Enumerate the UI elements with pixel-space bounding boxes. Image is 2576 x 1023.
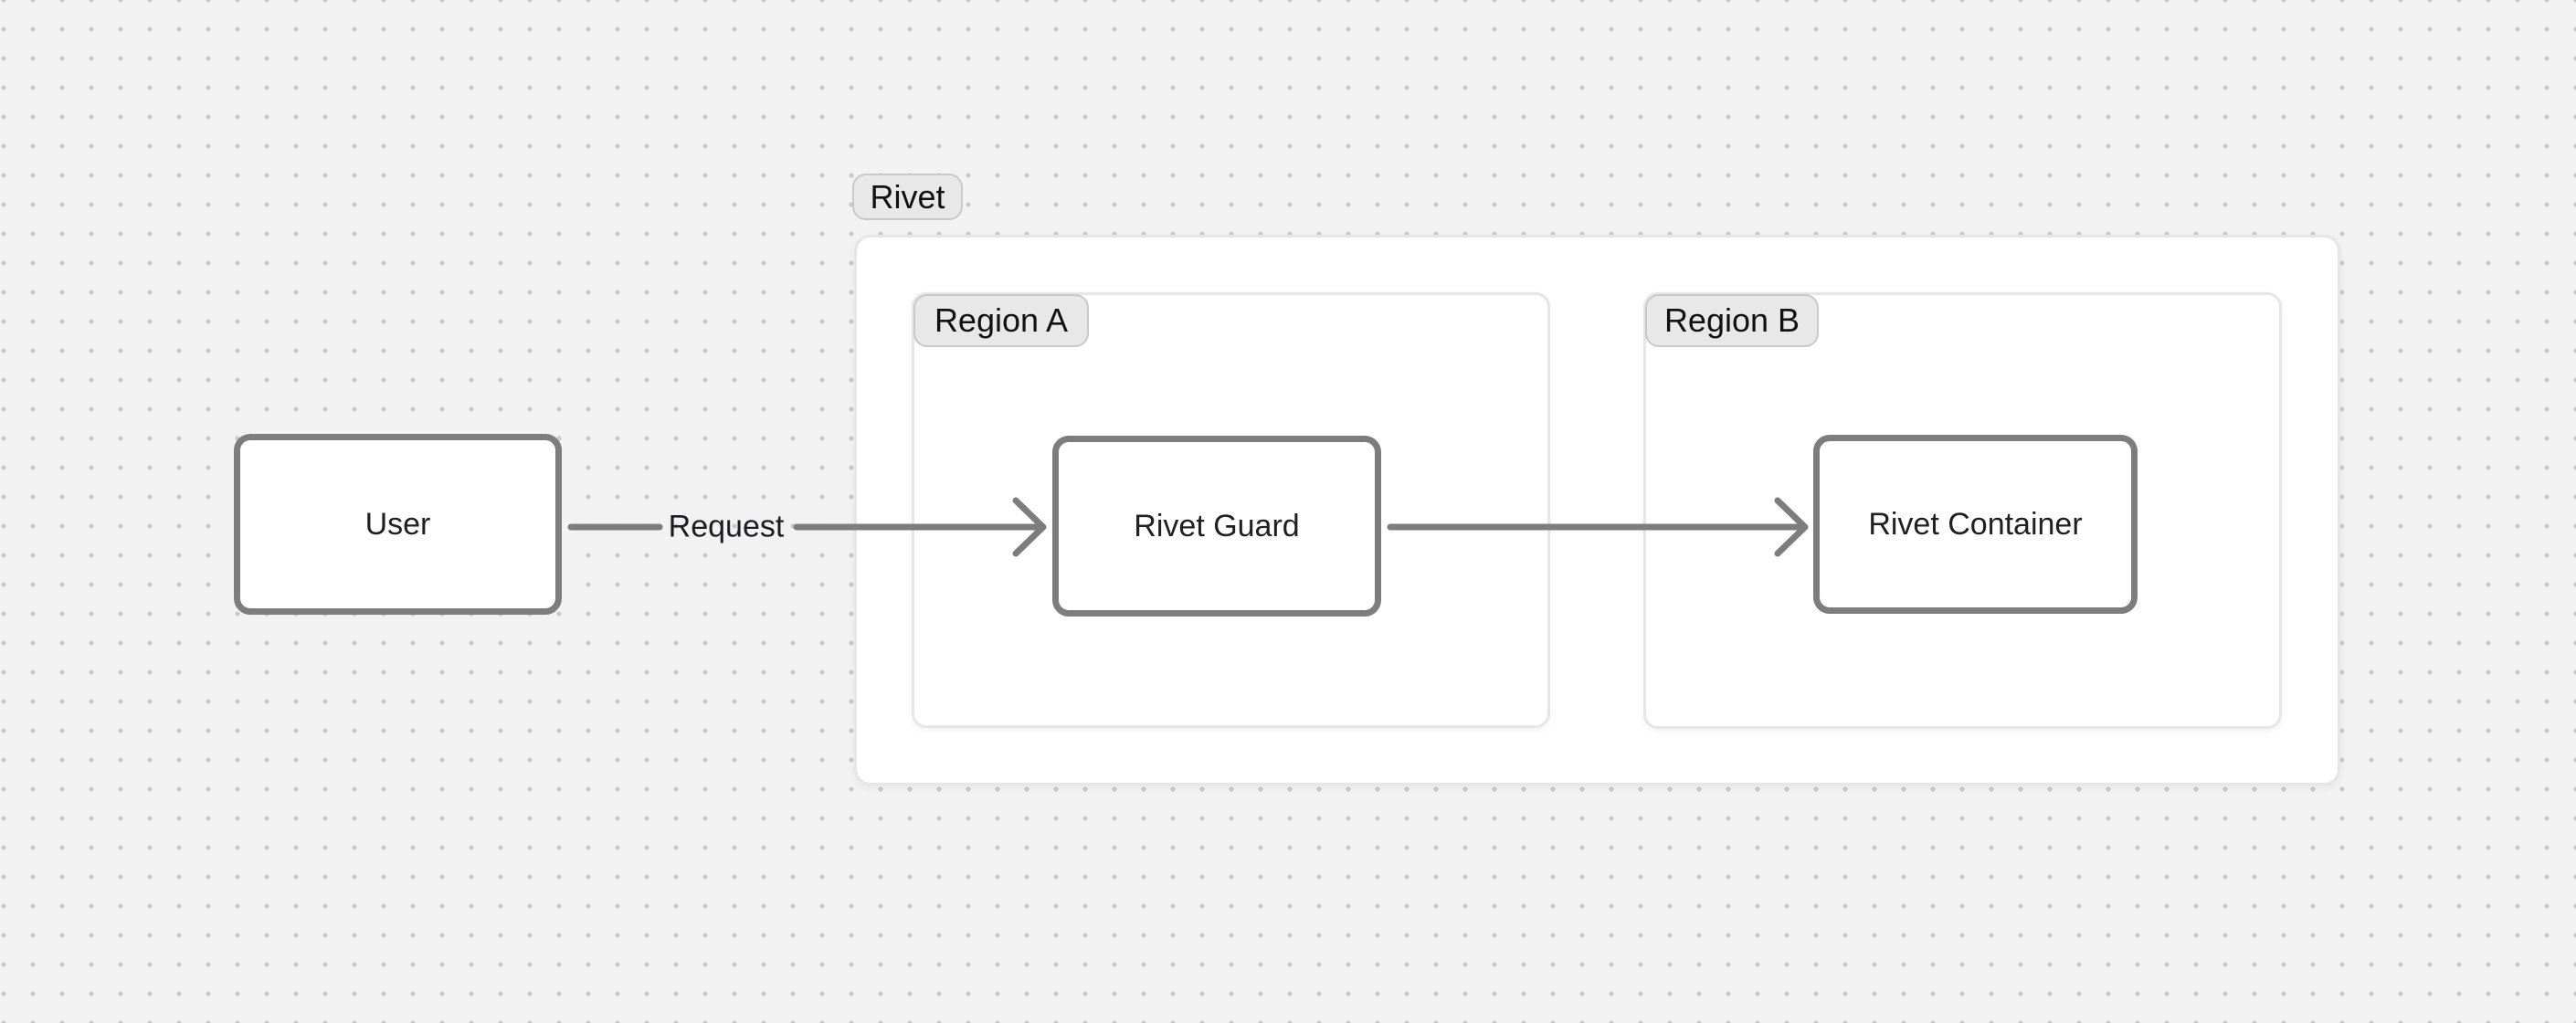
edge-label-request: Request bbox=[668, 509, 785, 544]
region-a-label-badge: Region A bbox=[913, 294, 1089, 347]
edge-guard-to-container-arrowhead-icon bbox=[1774, 497, 1809, 557]
node-rivet-container: Rivet Container bbox=[1813, 435, 2138, 614]
node-rivet-guard-label: Rivet Guard bbox=[1134, 508, 1300, 543]
node-rivet-guard: Rivet Guard bbox=[1052, 436, 1381, 617]
node-rivet-container-label: Rivet Container bbox=[1868, 506, 2083, 542]
node-user-label: User bbox=[364, 506, 431, 542]
rivet-group-label-badge: Rivet bbox=[852, 174, 963, 220]
region-b-label-badge: Region B bbox=[1645, 294, 1819, 347]
edge-user-to-guard-arrowhead-icon bbox=[1012, 497, 1047, 557]
node-user: User bbox=[234, 434, 562, 615]
